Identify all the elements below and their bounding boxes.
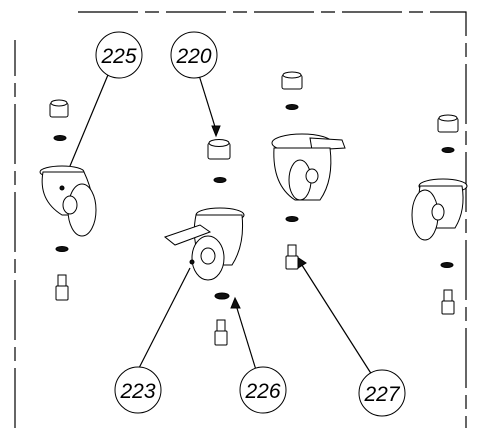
caster-right — [411, 114, 468, 315]
callout-227: 227 — [358, 369, 406, 417]
callout-225: 225 — [95, 31, 143, 79]
caster-middle-left — [163, 139, 245, 346]
callout-223: 223 — [114, 366, 162, 414]
caster-middle-right — [271, 71, 346, 270]
callout-220: 220 — [170, 31, 218, 79]
callout-225-label: 225 — [100, 45, 136, 68]
callout-227-label: 227 — [363, 383, 400, 406]
caster-left — [39, 99, 97, 301]
callout-226: 226 — [239, 366, 287, 414]
callout-220-label: 220 — [175, 45, 211, 68]
dashed-frame — [14, 11, 467, 428]
callout-223-label: 223 — [119, 380, 155, 403]
callout-226-label: 226 — [244, 380, 280, 403]
